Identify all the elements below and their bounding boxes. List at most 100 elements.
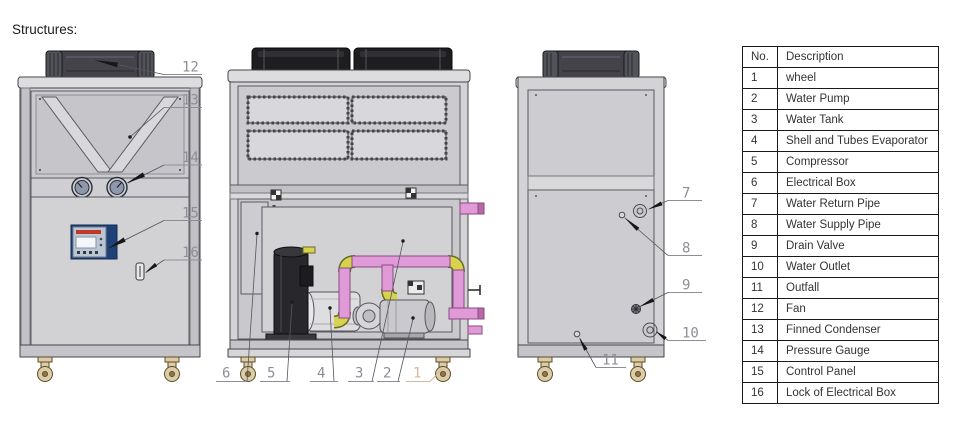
front-view (17, 50, 203, 382)
cabinet-front-top-cap (17, 76, 203, 89)
cell-no: 5 (742, 151, 778, 173)
mid-base-lower (227, 348, 471, 358)
fan-front-icon (45, 50, 155, 79)
mid-base-upper (229, 339, 469, 350)
arrowhead-8 (624, 217, 640, 231)
water-supply-pipe-port (618, 211, 626, 219)
refrigerant-pipes (333, 202, 485, 335)
side-callouts: 7 8 9 10 11 (579, 186, 706, 369)
dot-5 (290, 300, 294, 304)
caster-wheel-side-left (537, 356, 553, 382)
cell-description: Water Tank (777, 109, 939, 131)
callout-8-water-supply-pipe: 8 (682, 241, 690, 257)
cell-no: 11 (742, 277, 778, 299)
header-no: No. (742, 46, 778, 68)
dot-13 (128, 135, 132, 139)
outfall-port (573, 330, 581, 338)
pipe-right-drop (452, 269, 465, 313)
cell-no: 1 (742, 67, 778, 89)
pressure-gauge-right (106, 176, 128, 199)
compressor (265, 246, 317, 341)
arrowhead-16 (145, 262, 158, 273)
cell-description: Compressor (777, 151, 939, 173)
cell-no: 10 (742, 256, 778, 278)
cell-description: Finned Condenser (777, 319, 939, 341)
front-door-panel (30, 196, 190, 346)
cell-no: 3 (742, 109, 778, 131)
side-mid-rail (527, 175, 655, 191)
cell-description: Lock of Electrical Box (777, 382, 939, 404)
cell-description: Water Outlet (777, 256, 939, 278)
cell-description: Water Pump (777, 88, 939, 110)
side-upper-panel (527, 89, 655, 177)
callout-6-electrical-box: 6 (222, 366, 230, 382)
cell-no: 2 (742, 88, 778, 110)
pipe-drop (381, 264, 394, 292)
cell-description: Control Panel (777, 361, 939, 383)
callout-3-water-tank: 3 (355, 366, 363, 382)
cell-no: 7 (742, 193, 778, 215)
callout-9-drain-valve: 9 (682, 278, 690, 294)
arrowhead-15 (107, 237, 126, 249)
tank-lifting-plates (270, 187, 417, 201)
fan-top-right-icon (353, 47, 453, 74)
side-base (517, 344, 665, 358)
callout-13-finned-condenser: 13 (182, 93, 199, 109)
cell-description: Drain Valve (777, 235, 939, 257)
caster-wheel-front-right (164, 356, 180, 382)
cell-no: 14 (742, 340, 778, 362)
callout-2-water-pump: 2 (383, 366, 391, 382)
callout-7-water-return-pipe: 7 (682, 186, 690, 202)
pipe-lower-stub (467, 325, 483, 335)
cell-description: Fan (777, 298, 939, 320)
table-header-row: No. Description (742, 46, 939, 68)
callout-4-evaporator: 4 (317, 366, 325, 382)
cell-no: 8 (742, 214, 778, 236)
caster-wheel-side-right (630, 356, 646, 382)
cell-no: 16 (742, 382, 778, 404)
callout-1-wheel: 1 (413, 366, 421, 382)
dot-3 (401, 239, 405, 243)
side-view (515, 50, 667, 382)
dot-6 (255, 231, 259, 236)
callout-5-compressor: 5 (267, 366, 275, 382)
lock-of-electrical-box (135, 262, 145, 281)
dot-2 (411, 316, 415, 320)
water-outlet-port (642, 322, 658, 338)
cell-no: 9 (742, 235, 778, 257)
condenser-strut-right (107, 96, 179, 173)
control-panel-screen (75, 236, 97, 249)
pipe-riser (338, 267, 351, 319)
mid-rail-lower (229, 192, 469, 200)
arrowhead-9 (639, 298, 655, 307)
mid-rail (229, 184, 469, 194)
arrowhead-10 (656, 331, 667, 341)
arrowhead-7 (648, 201, 663, 210)
cell-no: 4 (742, 130, 778, 152)
cell-no: 15 (742, 361, 778, 383)
chiller-structure-drawing: 12 13 14 15 16 (17, 47, 706, 382)
callout-10-water-outlet: 10 (682, 326, 699, 342)
arrowhead-11 (579, 337, 588, 351)
finned-condenser-panel (30, 90, 190, 179)
callout-14-pressure-gauge: 14 (182, 150, 199, 166)
caster-wheel-mid-right (435, 356, 451, 382)
water-pump (352, 280, 436, 339)
callout-16-lock: 16 (182, 245, 199, 261)
side-lower-panel (527, 189, 655, 344)
cell-description: Electrical Box (777, 172, 939, 194)
cell-description: Shell and Tubes Evaporator (777, 130, 939, 152)
dot-4 (328, 306, 332, 310)
